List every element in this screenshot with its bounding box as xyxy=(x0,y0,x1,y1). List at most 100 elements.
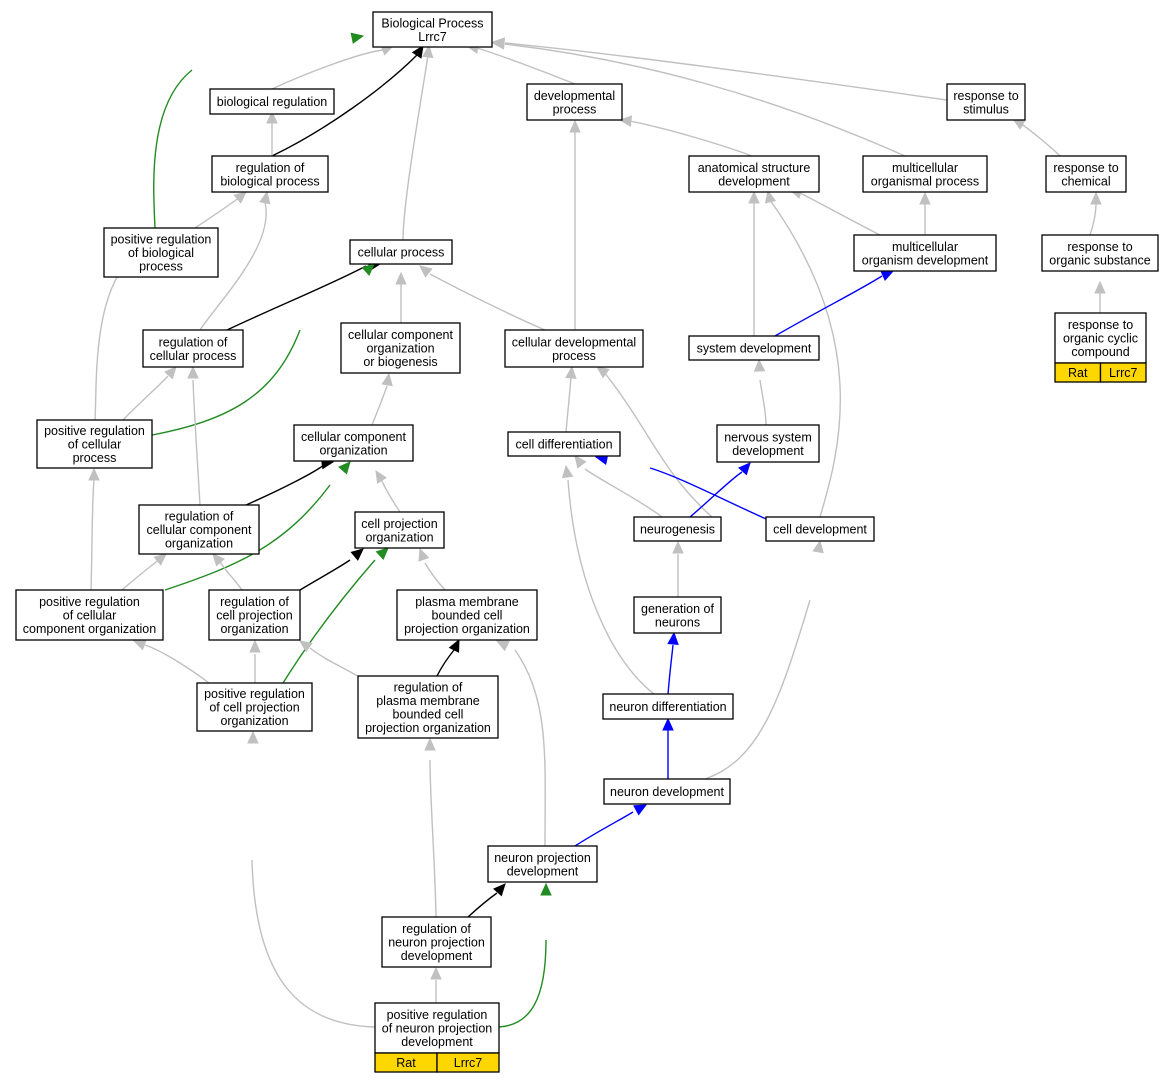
edge-line xyxy=(219,561,243,591)
edge-arrowhead xyxy=(596,366,610,379)
edge-line xyxy=(799,192,881,236)
term-label-line: nervous system xyxy=(724,430,812,444)
term-label-line: regulation of xyxy=(236,161,305,175)
term-label-line: organization xyxy=(220,714,288,728)
term-label-line: process xyxy=(552,349,596,363)
term-label-line: cell projection xyxy=(361,517,437,531)
term-label-line: neuron differentiation xyxy=(609,700,726,714)
term-label-line: development xyxy=(732,444,804,458)
term-label-line: organismal process xyxy=(871,174,979,188)
edge-arrowhead xyxy=(381,372,393,387)
edge-regulation_of_neuron_projection_development-to-regulation_of_plasma_membrane_bounded_cell_projection_organization xyxy=(424,737,437,918)
edge-line xyxy=(584,468,663,518)
edge-neuron_differentiation-to-generation_of_neurons xyxy=(667,631,679,695)
term-box xyxy=(354,511,445,549)
edge-positive_regulation_of_cellular_process-to-positive_regulation_of_biological_process xyxy=(94,254,134,421)
term-label-line: multicellular xyxy=(892,240,958,254)
edge-arrowhead xyxy=(448,638,460,653)
edge-response_to_stimulus-to-bp xyxy=(491,37,948,101)
edge-line xyxy=(151,329,301,436)
edge-cell_differentiation-to-cellular_developmental_process xyxy=(565,365,577,433)
edge-arrowhead xyxy=(667,631,679,645)
annotation-tag-label: Rat xyxy=(1068,366,1088,380)
term-box xyxy=(487,845,598,883)
annotation-tag-label: Lrrc7 xyxy=(454,1056,483,1070)
term-label-line: process xyxy=(553,102,597,116)
edge-line xyxy=(371,385,388,426)
edge-arrowhead xyxy=(421,44,434,59)
term-node-neurogenesis[interactable]: neurogenesis xyxy=(633,516,722,542)
edge-arrowhead xyxy=(88,467,100,481)
term-node-cell-differentiation[interactable]: cell differentiation xyxy=(507,431,621,457)
term-box xyxy=(507,431,621,457)
edge-cellular_component_organization-to-cellular_component_organization_or_biogenesis xyxy=(371,372,393,426)
term-box xyxy=(853,234,997,272)
term-box xyxy=(209,88,335,115)
edge-line xyxy=(245,462,327,506)
edge-cellular_component_organization_or_biogenesis-to-cellular_process xyxy=(395,271,407,323)
edge-cell_projection_organization-to-cellular_component_organization xyxy=(375,469,401,513)
edge-regulation_of_cellular_component_organization-to-regulation_of_cellular_process xyxy=(187,365,201,506)
term-box xyxy=(211,155,329,193)
term-node-system-development[interactable]: system development xyxy=(688,335,820,361)
term-box xyxy=(138,504,260,555)
edge-arrowhead xyxy=(561,464,574,479)
term-node-neuron-differentiation[interactable]: neuron differentiation xyxy=(602,693,734,720)
edge-arrowhead xyxy=(540,882,552,896)
term-box xyxy=(946,83,1026,121)
term-node-cell-development[interactable]: cell development xyxy=(765,516,875,542)
edge-line xyxy=(271,49,384,90)
term-node-cellular-process[interactable]: cellular process xyxy=(349,239,453,265)
term-node-neuron-development[interactable]: neuron development xyxy=(603,778,731,805)
term-box xyxy=(36,419,153,469)
term-box xyxy=(602,693,734,720)
term-box xyxy=(372,11,493,48)
edge-line xyxy=(1019,122,1061,157)
edge-response_to_chemical-to-response_to_stimulus xyxy=(1011,118,1061,157)
term-label-line: regulation of xyxy=(165,510,234,524)
edge-neuron_development-to-cell_development xyxy=(704,539,824,780)
term-label-line: system development xyxy=(697,342,812,356)
term-box xyxy=(103,227,219,278)
term-box xyxy=(716,424,820,463)
edge-arrowhead xyxy=(350,32,365,44)
term-label-line: response to xyxy=(953,89,1018,103)
edge-arrowhead xyxy=(266,110,278,124)
term-box xyxy=(603,778,731,805)
term-node-biological-regulation[interactable]: biological regulation xyxy=(209,88,335,115)
term-box xyxy=(357,675,499,739)
edge-arrowhead xyxy=(212,553,225,567)
term-label-line: bounded cell xyxy=(432,609,503,623)
edge-line xyxy=(476,47,576,85)
edge-arrowhead xyxy=(753,358,766,372)
